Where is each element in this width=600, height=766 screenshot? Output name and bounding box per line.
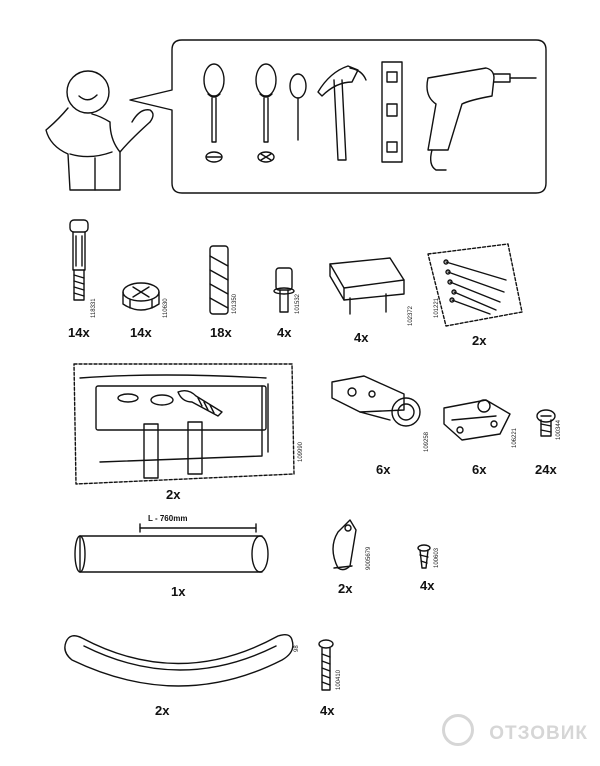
power-drill-icon: [426, 67, 537, 171]
small-screw-part: [536, 409, 556, 437]
curved-handle-part: [64, 633, 294, 687]
nail-bag-quantity: 2x: [472, 333, 487, 348]
cam-lock-code: 110630: [163, 298, 169, 318]
bolt-dowel-code: 118331: [91, 298, 97, 318]
watermark-text: ОТЗОВИК: [489, 723, 588, 744]
cam-lock-quantity: 14x: [130, 325, 152, 340]
wall-fixing-bag-code: 109990: [298, 441, 304, 462]
hinge-quantity: 6x: [376, 462, 391, 477]
wood-dowel-quantity: 18x: [210, 325, 232, 340]
long-screw-code: 100410: [336, 669, 342, 690]
bracket-screw-part: [417, 544, 431, 569]
nail-bag-code: 101221: [434, 297, 440, 318]
rail-bracket-part: [332, 519, 357, 571]
mounting-plate-part: [443, 399, 511, 441]
small-screw-code: 100344: [556, 419, 562, 440]
rail-bracket-code: 9005679: [366, 546, 372, 570]
clothes-rail-quantity: 1x: [171, 584, 186, 599]
bolt-dowel-quantity: 14x: [68, 325, 90, 340]
long-screw-quantity: 4x: [320, 703, 335, 718]
long-screw-part: [318, 639, 334, 691]
curved-handle-quantity: 2x: [155, 703, 170, 718]
hammer-icon: [317, 65, 367, 161]
phillips-screwdriver-icon: [255, 63, 277, 163]
ikea-man-figure: [45, 70, 154, 191]
hinge-part: [331, 375, 421, 427]
tools-speech-bubble: [129, 39, 547, 194]
small-screw-quantity: 24x: [535, 462, 557, 477]
rail-bracket-quantity: 2x: [338, 581, 353, 596]
bracket-screw-code: 100603: [434, 547, 440, 568]
hinge-code: 109258: [424, 431, 430, 452]
shelf-pin-quantity: 4x: [277, 325, 292, 340]
bolt-dowel-part: [69, 219, 89, 301]
shelf-pin-part: [273, 267, 295, 313]
mounting-plate-code: 106221: [512, 427, 518, 448]
wall-fixing-bag-part: [73, 363, 295, 485]
shelf-pin-code: 101532: [295, 293, 301, 314]
clothes-rail-part: [74, 523, 269, 573]
handle-quantity: 4x: [354, 330, 369, 345]
handle-code: 102372: [408, 305, 414, 326]
curved-handle-code: 98: [294, 645, 300, 652]
rail-length-label: L - 760mm: [148, 514, 188, 523]
cam-lock-part: [122, 282, 160, 311]
wall-fixing-bag-quantity: 2x: [166, 487, 181, 502]
handle-part: [329, 257, 405, 315]
spirit-level-icon: [381, 61, 403, 163]
mounting-plate-quantity: 6x: [472, 462, 487, 477]
nail-bag-part: [427, 243, 523, 327]
watermark-logo-icon: [442, 714, 474, 746]
wood-dowel-part: [209, 245, 229, 315]
wood-dowel-code: 101350: [232, 293, 238, 314]
awl-icon: [289, 73, 307, 141]
bracket-screw-quantity: 4x: [420, 578, 435, 593]
flathead-screwdriver-icon: [203, 63, 225, 163]
